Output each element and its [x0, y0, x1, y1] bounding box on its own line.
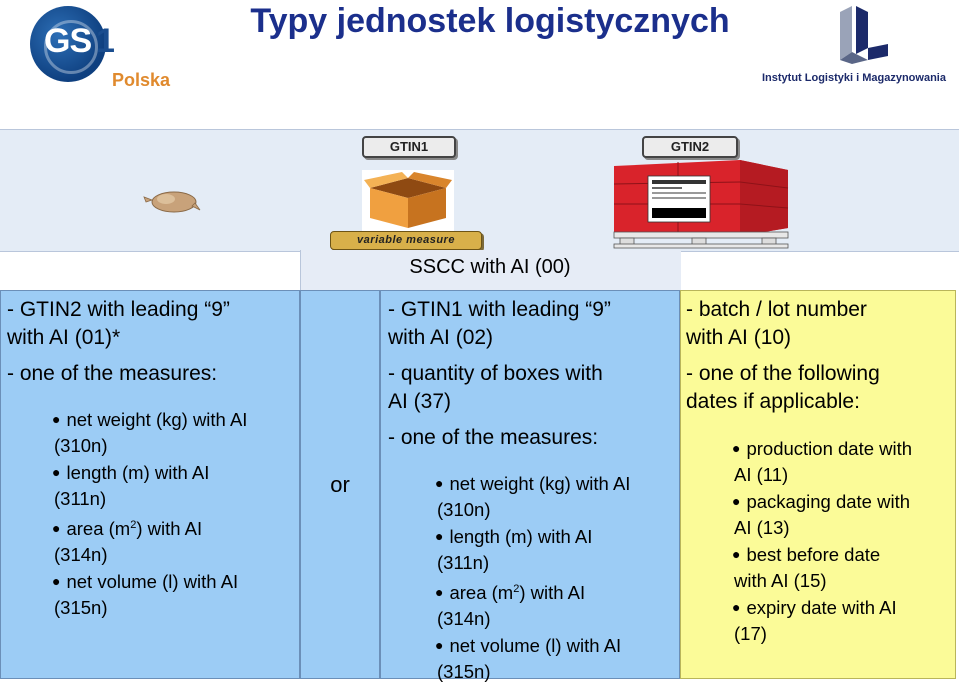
bullet-icon: ● — [732, 546, 741, 562]
ilm-org-name: Instytut Logistyki i Magazynowania — [762, 72, 946, 84]
sscc-label: SSCC with AI (00) — [409, 256, 571, 278]
sscc-band — [300, 250, 681, 290]
left-heading-line: with AI (01)* — [7, 326, 121, 349]
right-column-heading: - batch / lot number with AI (10) - one … — [686, 296, 954, 416]
gs1-logo-subtitle: Polska — [112, 70, 171, 90]
middle-bullet-list: ●net weight (kg) with AI (310n) ●length … — [435, 470, 677, 685]
gs1-logo-mark: GS — [44, 22, 92, 60]
list-item: ●area (m2) with AI (314n) — [52, 518, 203, 566]
bullet-icon: ● — [732, 599, 741, 615]
or-label: or — [330, 472, 350, 497]
right-column — [680, 290, 956, 679]
bullet-icon: ● — [52, 573, 61, 590]
right-heading-line: - one of the following — [686, 362, 880, 385]
bullet-icon: ● — [732, 493, 741, 509]
list-item: ●best before date with AI (15) — [732, 544, 881, 591]
bullet-icon: ● — [52, 464, 61, 480]
bullet-icon: ● — [435, 475, 444, 491]
gtin1-tag: GTIN1 — [362, 136, 456, 158]
list-item: ●net weight (kg) with AI (310n) — [52, 409, 248, 456]
gtin2-tag: GTIN2 — [642, 136, 738, 158]
list-item: ●net volume (l) with AI (315n) — [435, 635, 622, 683]
list-item: ●packaging date with AI (13) — [732, 491, 910, 538]
bullet-icon: ● — [52, 411, 61, 427]
right-heading-line: dates if applicable: — [686, 390, 860, 413]
chicken-icon — [143, 191, 201, 213]
middle-heading-line: AI (37) — [388, 390, 452, 413]
left-column — [0, 290, 300, 679]
pallet-icon — [613, 160, 789, 249]
list-item: ●length (m) with AI (311n) — [435, 526, 593, 573]
middle-column — [380, 290, 680, 679]
left-heading-line: - one of the measures: — [7, 362, 218, 385]
bullet-icon: ● — [435, 637, 444, 654]
left-column-heading: - GTIN2 with leading “9” with AI (01)* -… — [7, 296, 297, 388]
bullet-icon: ● — [732, 440, 741, 456]
middle-heading-line: - GTIN1 with leading “9” — [388, 298, 611, 321]
right-heading-line: - batch / lot number — [686, 298, 867, 321]
right-heading-line: with AI (10) — [686, 326, 792, 349]
ilm-logo-icon — [840, 6, 888, 64]
page-title: Typy jednostek logistycznych — [250, 2, 730, 40]
list-item: ●net volume (l) with AI (315n) — [52, 571, 239, 619]
left-bullet-list: ●net weight (kg) with AI (310n) ●length … — [52, 406, 298, 621]
bullet-icon: ● — [52, 520, 61, 537]
cardboard-box-icon — [362, 170, 454, 232]
middle-heading-line: - one of the measures: — [388, 426, 599, 449]
gs1-logo — [30, 6, 106, 82]
middle-column-heading: - GTIN1 with leading “9” with AI (02) - … — [388, 296, 676, 452]
variable-measure-tag: variable measure — [330, 231, 482, 250]
list-item: ●area (m2) with AI (314n) — [435, 582, 586, 630]
list-item: ●production date with AI (11) — [732, 438, 913, 485]
list-item: ●length (m) with AI (311n) — [52, 462, 210, 509]
bullet-icon: ● — [435, 584, 444, 601]
left-heading-line: - GTIN2 with leading “9” — [7, 298, 230, 321]
list-item: ●net weight (kg) with AI (310n) — [435, 473, 631, 520]
middle-heading-line: with AI (02) — [388, 326, 494, 349]
right-bullet-list: ●production date with AI (11) ●packaging… — [732, 435, 954, 647]
bullet-icon: ● — [435, 528, 444, 544]
gs1-logo-digit: 1 — [96, 22, 115, 60]
middle-heading-line: - quantity of boxes with — [388, 362, 603, 385]
list-item: ●expiry date with AI (17) — [732, 597, 897, 644]
